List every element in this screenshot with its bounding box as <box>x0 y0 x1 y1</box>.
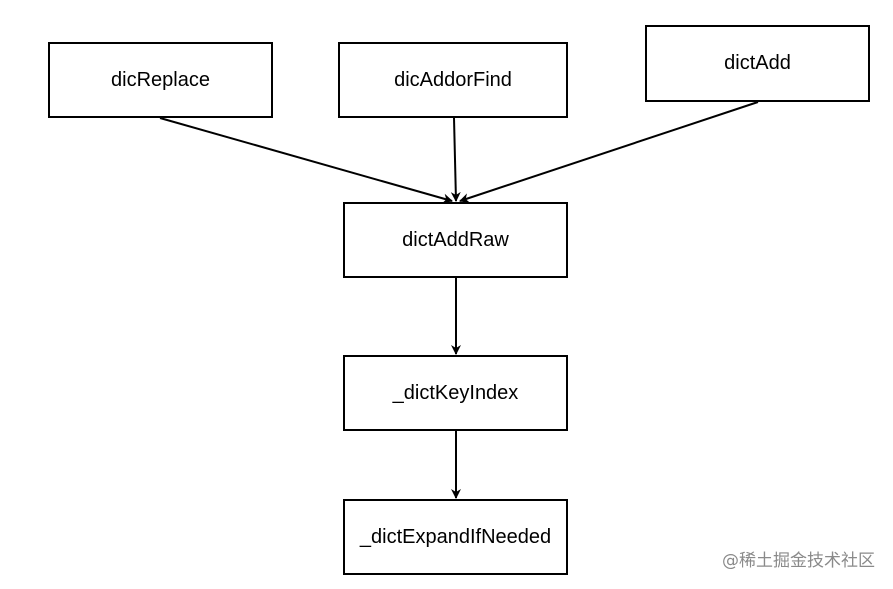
node-label: dicReplace <box>111 68 210 91</box>
node-dictKeyIndex: _dictKeyIndex <box>343 355 568 431</box>
node-dictExpandIfNeeded: _dictExpandIfNeeded <box>343 499 568 575</box>
node-dictAdd: dictAdd <box>645 25 870 102</box>
node-label: dictAdd <box>724 52 791 74</box>
node-label: _dictExpandIfNeeded <box>359 525 552 548</box>
edge-dicAddorFind-to-dictAddRaw <box>450 117 461 202</box>
node-label: dicAddorFind <box>394 68 512 91</box>
node-dictAddRaw: dictAddRaw <box>343 202 568 278</box>
node-label: _dictKeyIndex <box>392 381 519 404</box>
node-label: dictAddRaw <box>402 228 509 251</box>
edge-dictAdd-to-dictAddRaw <box>459 101 759 203</box>
watermark: @稀土掘金技术社区 <box>722 551 875 571</box>
node-dicAddorFind: dicAddorFind <box>338 42 568 118</box>
edge-dicReplace-to-dictAddRaw <box>159 117 453 204</box>
node-dicReplace: dicReplace <box>48 42 273 118</box>
